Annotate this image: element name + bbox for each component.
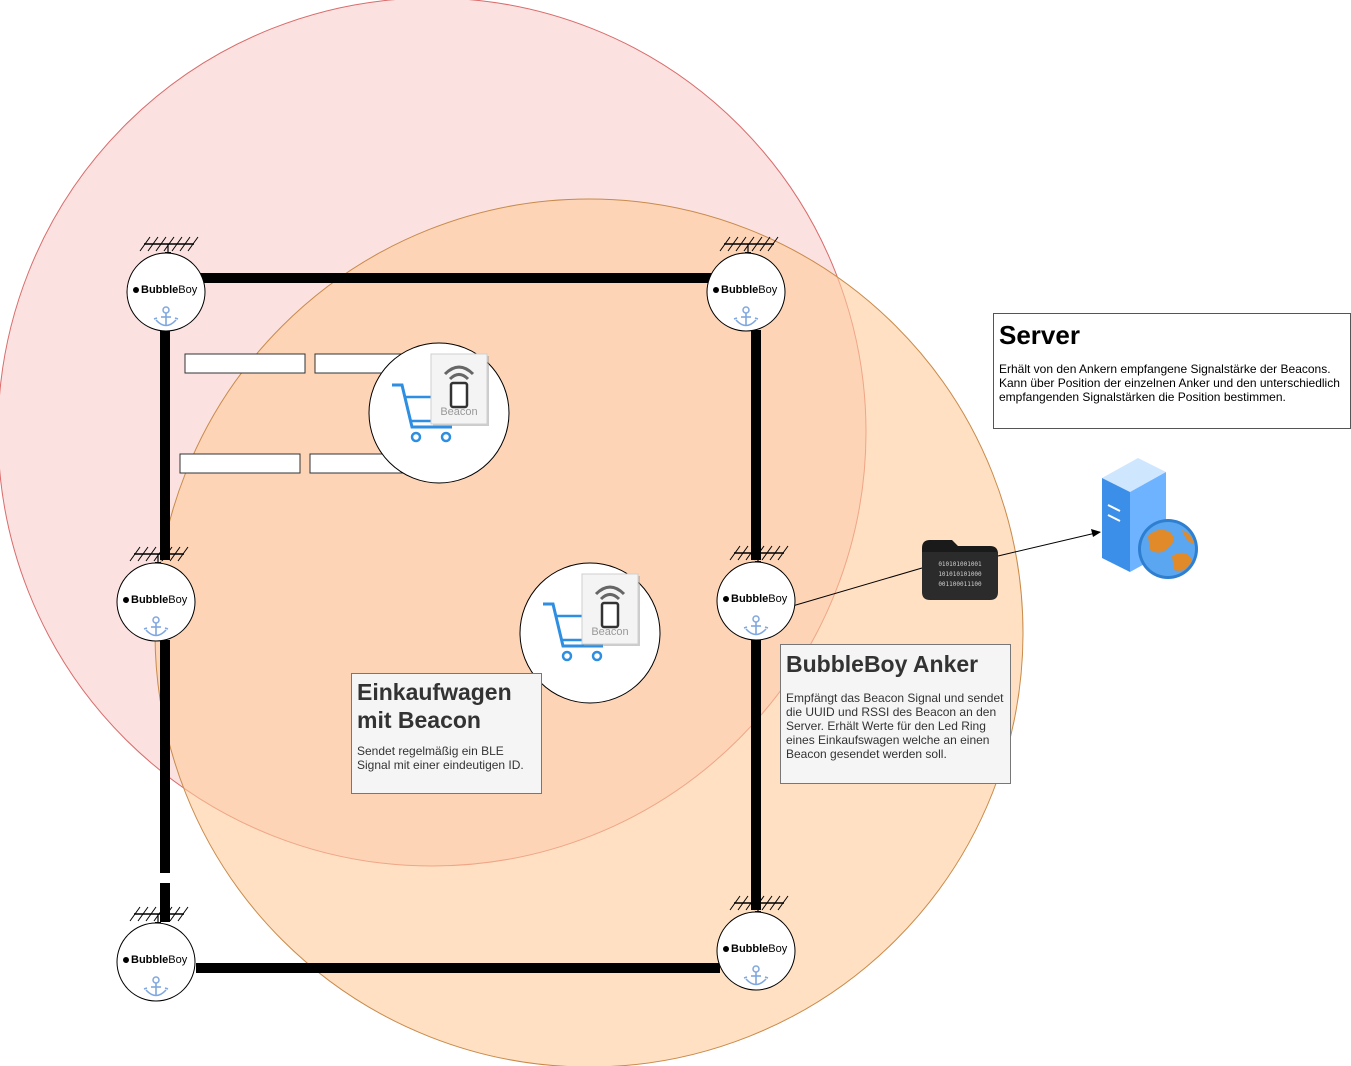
anchor-node-bottom-left[interactable]: BubbleBoy xyxy=(116,906,196,1002)
anchor-node-mid-left[interactable]: BubbleBoy xyxy=(116,546,196,642)
cart-with-beacon-2[interactable]: Beacon xyxy=(519,562,661,704)
arrowhead xyxy=(1091,529,1101,537)
server-description: Erhält von den Ankern empfangene Signals… xyxy=(999,362,1340,404)
anchor-logo-text: BubbleBoy xyxy=(731,593,788,605)
anchor-logo-text: BubbleBoy xyxy=(721,284,778,296)
anchor-node-mid-right[interactable]: BubbleBoy xyxy=(716,545,796,641)
anchor-to-data-connector xyxy=(771,567,923,613)
anchor-logo-text: BubbleBoy xyxy=(731,943,788,955)
cart-description: Sendet regelmäßig ein BLE Signal mit ein… xyxy=(357,744,524,772)
anchor-logo-text: BubbleBoy xyxy=(131,594,188,606)
anchor-node-bottom-right[interactable]: BubbleBoy xyxy=(716,895,796,991)
anchor-description: Empfängt das Beacon Signal und sendet di… xyxy=(786,691,1004,761)
anchor-title: BubbleBoy Anker xyxy=(786,651,979,677)
server-icon xyxy=(1102,458,1198,579)
svg-text:101010101000: 101010101000 xyxy=(938,571,982,578)
beacon-label: Beacon xyxy=(591,626,628,638)
cart-with-beacon-1[interactable]: Beacon xyxy=(368,342,510,484)
svg-text:001100011100: 001100011100 xyxy=(938,581,982,588)
data-folder-icon: 010101001001 101010101000 001100011100 xyxy=(922,540,998,600)
anchor-description-box: BubbleBoy Anker Empfängt das Beacon Sign… xyxy=(780,644,1011,784)
store-walls xyxy=(160,273,761,973)
anchor-node-top-left[interactable]: BubbleBoy xyxy=(126,236,206,332)
data-to-server-connector xyxy=(997,531,1101,557)
server-description-box: Server Erhält von den Ankern empfangene … xyxy=(993,313,1351,429)
svg-text:010101001001: 010101001001 xyxy=(938,561,982,568)
anchor-logo-text: BubbleBoy xyxy=(131,954,188,966)
beacon-label: Beacon xyxy=(440,406,477,418)
server-title: Server xyxy=(999,320,1080,350)
anchor-node-top-right[interactable]: BubbleBoy xyxy=(706,236,786,332)
anchor-logo-text: BubbleBoy xyxy=(141,284,198,296)
